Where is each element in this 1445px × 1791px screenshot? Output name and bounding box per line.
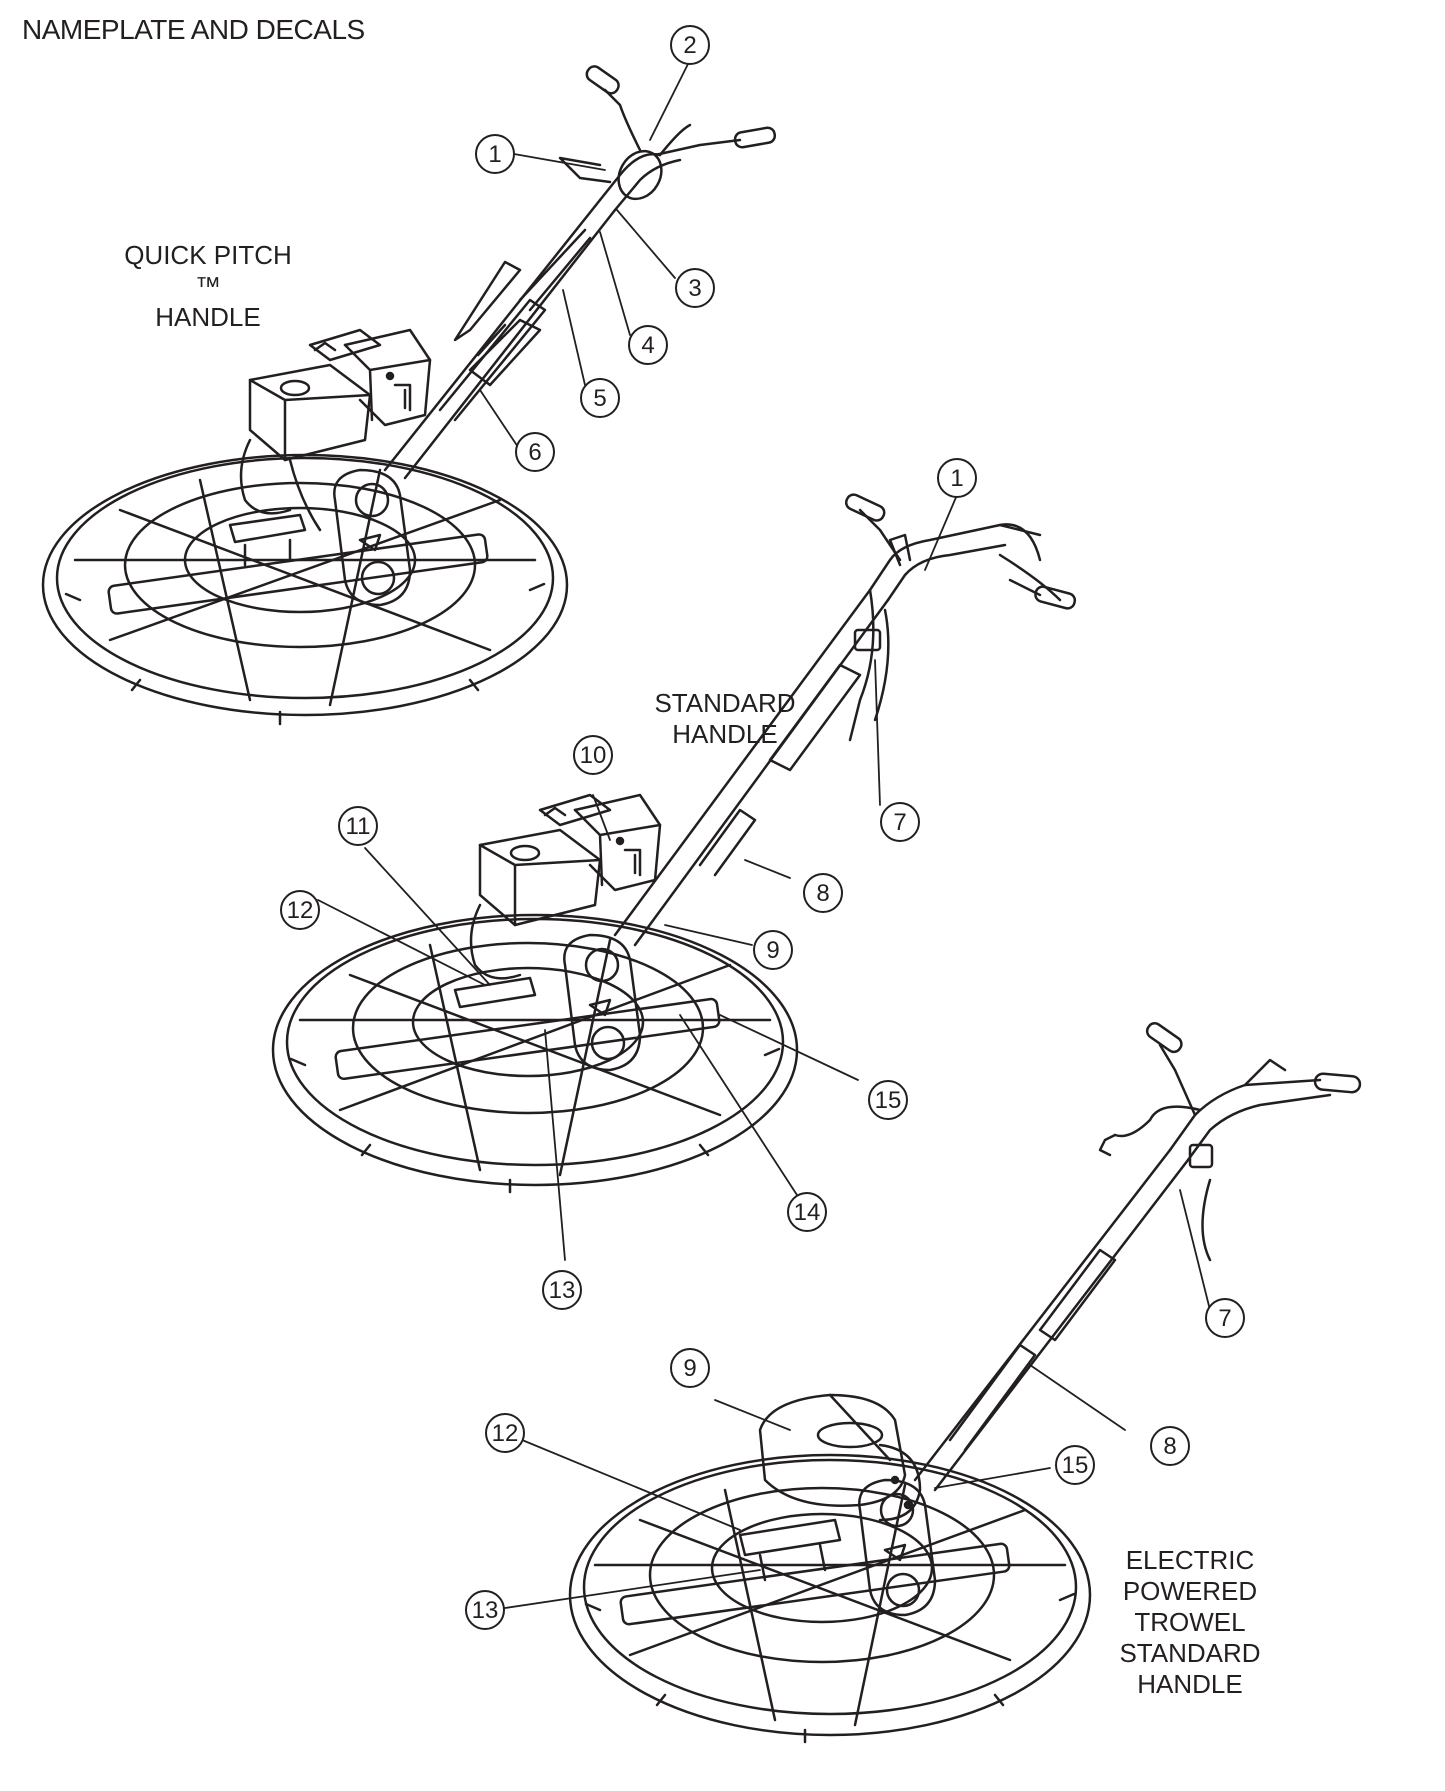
callout-mid-1: 1: [950, 465, 963, 492]
quick-pitch-trowel-drawing: [41, 65, 777, 726]
callout-mid-8: 8: [816, 880, 829, 907]
callout-bot-8: 8: [1163, 1433, 1176, 1460]
callout-circle-mid-11: [338, 806, 378, 846]
callout-bot-9: 9: [683, 1355, 696, 1382]
callout-bot-12: 12: [492, 1420, 519, 1447]
callout-mid-10: 10: [580, 742, 607, 769]
callout-circle-bot-15: [1055, 1445, 1095, 1485]
callout-circle-top-4: [628, 325, 668, 365]
callout-circle-mid-13: [542, 1270, 582, 1310]
callout-circle-top-3: [675, 268, 715, 308]
callout-top-4: 4: [641, 332, 654, 359]
electric-trowel-drawing: [568, 1022, 1362, 1744]
callout-circle-mid-1: [937, 458, 977, 498]
callout-circle-mid-8: [803, 873, 843, 913]
callout-top-3: 3: [688, 275, 701, 302]
callout-mid-14: 14: [794, 1199, 821, 1226]
callout-circle-top-2: [670, 25, 710, 65]
electric-trowel-label: ELECTRIC POWERED TROWEL STANDARD HANDLE: [1119, 1545, 1261, 1699]
callout-mid-9: 9: [766, 937, 779, 964]
callout-circle-mid-15: [868, 1080, 908, 1120]
callout-circle-mid-12: [280, 890, 320, 930]
callout-circle-top-6: [515, 432, 555, 472]
callout-circles: [280, 25, 1245, 1630]
callout-top-2: 2: [683, 32, 696, 59]
callout-top-6: 6: [528, 439, 541, 466]
callout-mid-11: 11: [346, 813, 371, 840]
leader-lines: [317, 59, 1211, 1609]
callout-bot-15: 15: [1062, 1452, 1089, 1479]
quick-pitch-handle-label: QUICK PITCH ™ HANDLE: [124, 240, 292, 332]
callout-circle-bot-13: [465, 1590, 505, 1630]
page-title: NAMEPLATE AND DECALS: [22, 14, 365, 45]
callout-mid-7: 7: [893, 809, 906, 836]
callout-circle-top-5: [580, 378, 620, 418]
callout-mid-13: 13: [549, 1277, 576, 1304]
callout-circle-bot-7: [1205, 1298, 1245, 1338]
callout-bot-7: 7: [1218, 1305, 1231, 1332]
callout-circle-bot-12: [485, 1413, 525, 1453]
standard-trowel-drawing: [271, 493, 1077, 1194]
callout-circle-mid-9: [753, 930, 793, 970]
callout-circle-mid-7: [880, 802, 920, 842]
standard-handle-label: STANDARD HANDLE: [654, 688, 796, 749]
callout-circle-bot-8: [1150, 1426, 1190, 1466]
callout-bot-13: 13: [472, 1597, 499, 1624]
callout-numbers: 1 2 3 4 5 6 1 7 8 9 10 11 12 13 14 15 7 …: [287, 32, 1232, 1624]
callout-circle-mid-10: [573, 735, 613, 775]
callout-circle-mid-14: [787, 1192, 827, 1232]
callout-top-1: 1: [488, 141, 501, 168]
callout-circle-bot-9: [670, 1348, 710, 1388]
callout-mid-12: 12: [287, 897, 314, 924]
callout-mid-15: 15: [875, 1087, 902, 1114]
callout-top-5: 5: [593, 385, 606, 412]
callout-circle-top-1: [475, 134, 515, 174]
